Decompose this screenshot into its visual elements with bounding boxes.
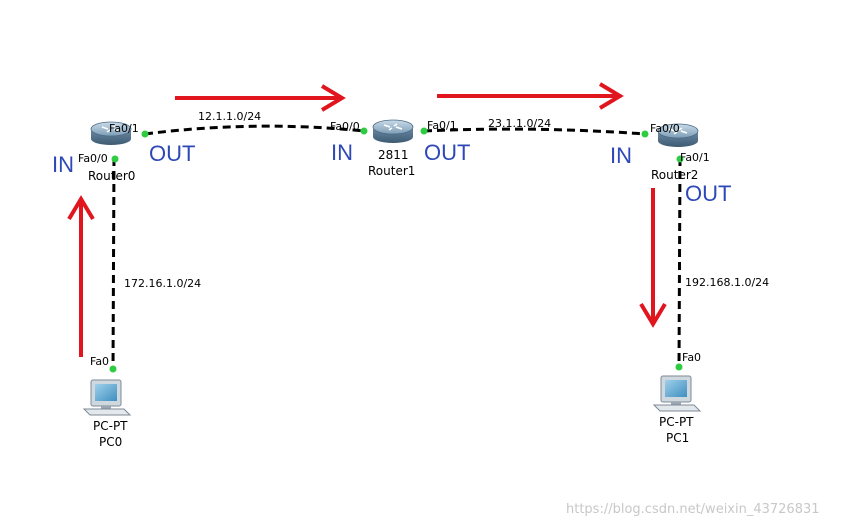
pc1-type-label: PC-PT: [659, 415, 694, 429]
arrow-pc0-to-r0: [67, 195, 95, 357]
pc1-fa0-label: Fa0: [682, 351, 701, 364]
port-dot-r0-fa01: [141, 130, 149, 138]
link-router1-router2: [423, 127, 646, 136]
pc0-name-label: PC0: [99, 435, 122, 449]
router2-out-label: OUT: [685, 181, 731, 206]
pc1-icon[interactable]: [653, 375, 701, 412]
router1-model-label: 2811: [378, 148, 409, 162]
pc0-fa0-label: Fa0: [90, 355, 109, 368]
pc1-name-label: PC1: [666, 431, 689, 445]
watermark: https://blog.csdn.net/weixin_43726831: [566, 502, 820, 517]
net-r1-r2-label: 23.1.1.0/24: [488, 117, 551, 130]
arrow-r0-to-r1: [175, 84, 346, 112]
r1-fa01-label: Fa0/1: [427, 119, 457, 132]
router2-name-label: Router2: [651, 168, 698, 182]
pc0-type-label: PC-PT: [93, 419, 128, 433]
router0-in-label: IN: [52, 152, 74, 177]
link-router0-pc0: [111, 157, 116, 371]
net-r2-pc1-label: 192.168.1.0/24: [685, 276, 769, 289]
net-r0-r1-label: 12.1.1.0/24: [198, 110, 261, 123]
router0-name-label: Router0: [88, 169, 135, 183]
router1-icon[interactable]: [372, 119, 414, 144]
link-router2-pc1: [677, 157, 682, 369]
r0-fa01-label: Fa0/1: [109, 122, 139, 135]
port-dot-r2-fa00: [641, 130, 649, 138]
arrow-r2-to-pc1: [639, 188, 667, 328]
r0-fa00-label: Fa0/0: [78, 152, 108, 165]
net-r0-pc0-label: 172.16.1.0/24: [124, 277, 201, 290]
router1-name-label: Router1: [368, 164, 415, 178]
router1-out-label: OUT: [424, 140, 470, 165]
port-dot-pc1-fa0: [675, 363, 683, 371]
port-dot-r0-fa00: [111, 155, 119, 163]
router0-out-label: OUT: [149, 141, 195, 166]
port-dot-pc0-fa0: [109, 365, 117, 373]
port-dot-r1-fa01: [420, 127, 428, 135]
router2-in-label: IN: [610, 143, 632, 168]
router1-in-label: IN: [331, 140, 353, 165]
r2-fa00-label: Fa0/0: [650, 122, 680, 135]
r2-fa01-label: Fa0/1: [680, 151, 710, 164]
port-dot-r2-fa01: [676, 155, 684, 163]
link-router0-router1: [144, 124, 365, 136]
pc0-icon[interactable]: [83, 379, 131, 416]
r1-fa00-label: Fa0/0: [330, 120, 360, 133]
arrow-r1-to-r2: [437, 82, 624, 110]
port-dot-r1-fa00: [360, 127, 368, 135]
